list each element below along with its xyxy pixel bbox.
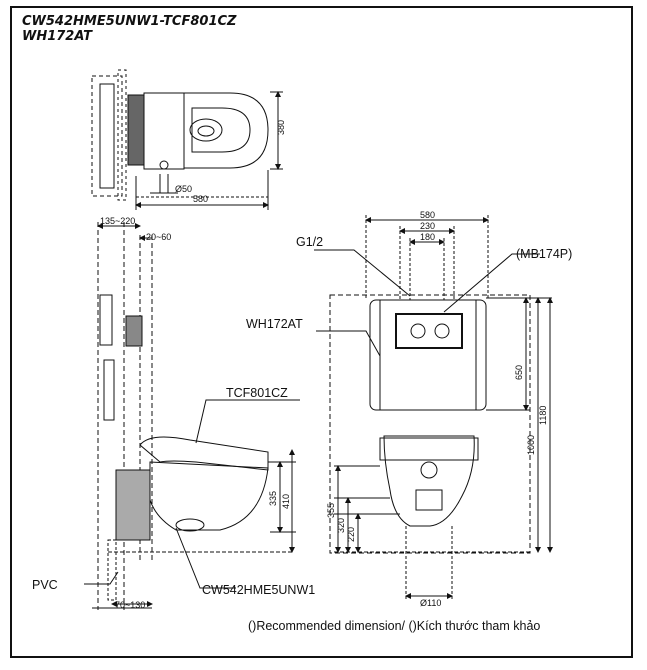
label-inlet: G1/2 (296, 235, 323, 249)
front-dim-320: 320 (336, 518, 346, 533)
front-dim-650: 650 (514, 365, 524, 380)
side-dim-bottom: 70~130 (115, 600, 145, 610)
label-plate: (MB174P) (516, 247, 572, 261)
side-dim-offset: 135~220 (100, 216, 135, 226)
front-dim-1000: 1000 (526, 435, 536, 455)
model-title-line2: WH172AT (22, 29, 93, 44)
label-frame: WH172AT (246, 317, 303, 331)
front-dim-110: Ø110 (420, 598, 441, 608)
label-bowl: CW542HME5UNW1 (202, 583, 315, 597)
front-dim-220: 220 (346, 527, 356, 542)
top-dim-580: 580 (193, 194, 208, 204)
drawing-frame (10, 6, 633, 658)
front-view (314, 215, 553, 600)
front-dim-1180: 1180 (538, 406, 548, 425)
model-title-line1: CW542HME5UNW1-TCF801CZ (22, 14, 237, 29)
front-dim-580: 580 (420, 210, 435, 220)
top-view (91, 69, 283, 210)
top-dim-pipe: Ø50 (175, 184, 192, 194)
side-dim-410: 410 (281, 494, 291, 509)
front-dim-355: 355 (326, 503, 336, 518)
front-dim-180: 180 (420, 232, 435, 242)
side-dim-335: 335 (268, 491, 278, 506)
side-view (84, 222, 300, 610)
label-pvc: PVC (32, 578, 58, 592)
top-dim-380: 380 (276, 120, 286, 135)
front-dim-230: 230 (420, 221, 435, 231)
label-seat: TCF801CZ (226, 386, 288, 400)
side-dim-frame: 20~60 (146, 232, 171, 242)
footnote: ()Recommended dimension/ ()Kích thước th… (248, 619, 541, 633)
